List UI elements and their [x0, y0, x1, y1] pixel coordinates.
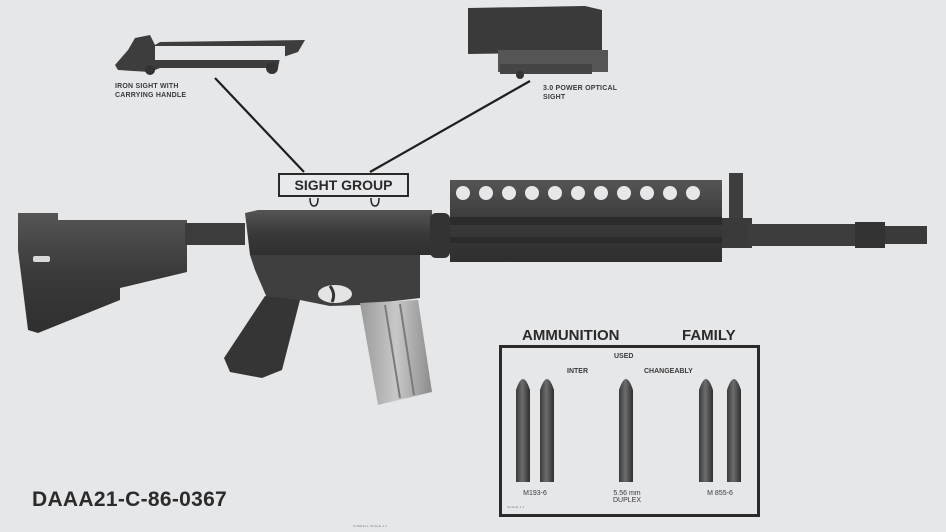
changeably-label: CHANGEABLY [644, 368, 693, 375]
ammunition-family-box [499, 345, 760, 517]
cartridge-caption-duplex: 5.56 mm DUPLEX [612, 490, 641, 504]
contract-number: DAAA21-C-86-0367 [32, 488, 228, 511]
cartridge-caption-m855: M 855-6 [707, 490, 733, 497]
sight-group-label: SIGHT GROUP [278, 173, 409, 197]
used-label: USED [614, 353, 634, 360]
rifle-illustration [18, 173, 927, 405]
cartridges-illustration [516, 379, 741, 482]
family-title: FAMILY [682, 327, 736, 344]
ammunition-title: AMMUNITION [522, 327, 620, 344]
iron-sight-illustration [115, 35, 305, 75]
iron-sight-label: IRON SIGHT WITH CARRYING HANDLE [115, 83, 187, 99]
overall-scale-note: OVERALL SCALE 1:1 [353, 524, 388, 528]
inter-label: INTER [567, 368, 588, 375]
handguard-vent-holes [456, 186, 700, 200]
optical-sight-label: 3.0 POWER OPTICAL SIGHT [543, 85, 618, 101]
cartridge-caption-m193: M193-6 [523, 490, 547, 497]
optical-sight-illustration [468, 6, 608, 79]
ammo-scale-note: SCALE 1:1 [507, 505, 525, 509]
